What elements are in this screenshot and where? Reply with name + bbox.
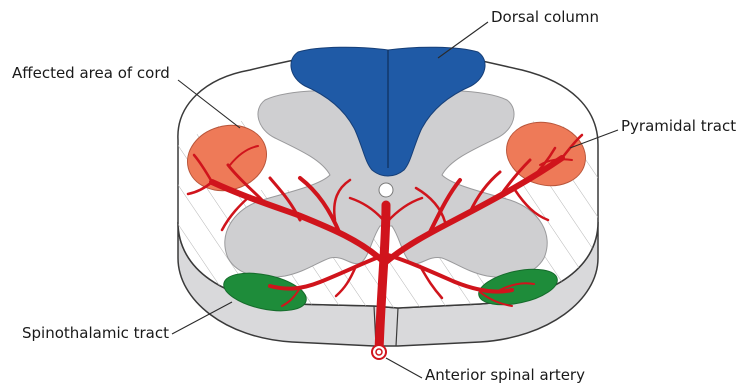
pyramidal-tract-label: Pyramidal tract: [621, 119, 736, 134]
leader-anterior-spinal-artery: [386, 358, 422, 378]
anterior-spinal-artery-lumen: [376, 349, 382, 355]
dorsal-column-label: Dorsal column: [491, 10, 599, 25]
affected-area-label: Affected area of cord: [12, 66, 170, 81]
spinothalamic-tract-label: Spinothalamic tract: [22, 326, 169, 341]
central-canal: [379, 183, 393, 197]
anterior-spinal-artery-label: Anterior spinal artery: [425, 368, 585, 383]
